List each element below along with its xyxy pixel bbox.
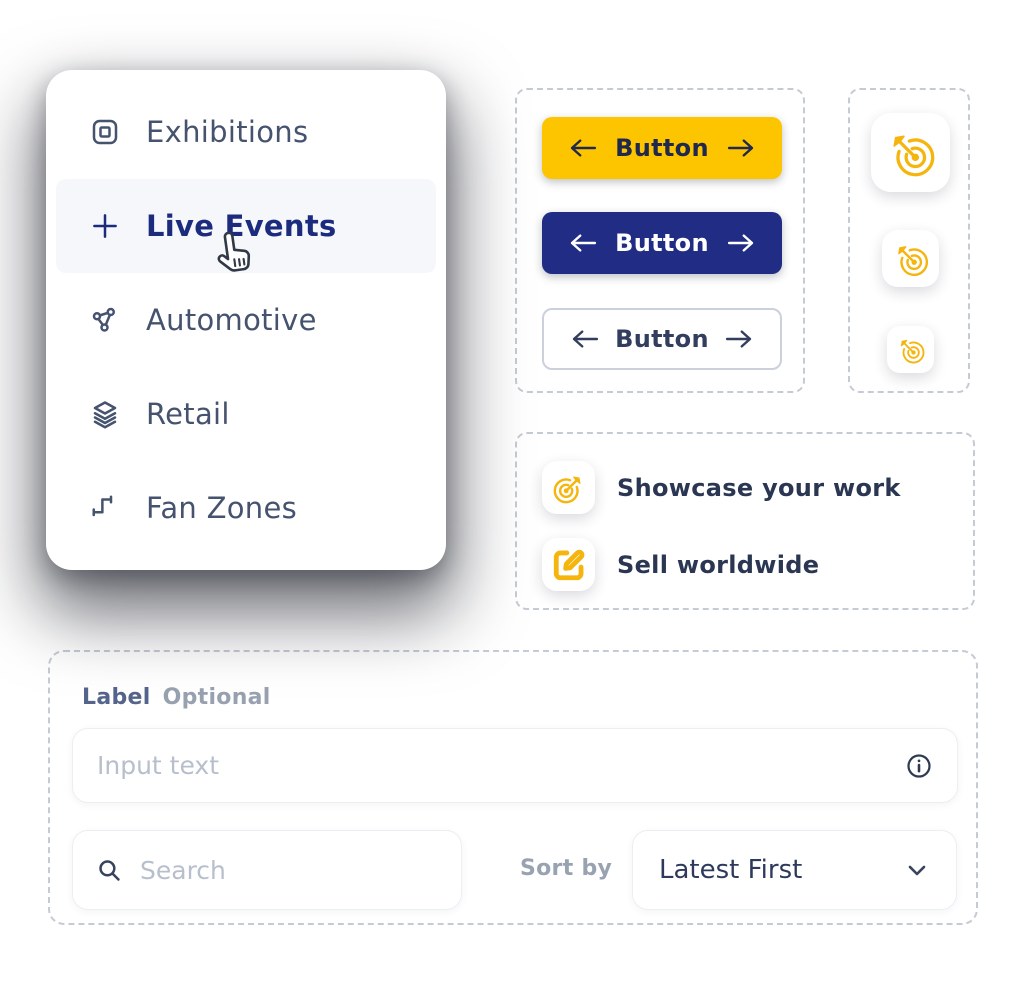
layers-icon: [90, 399, 120, 429]
feature-item-showcase: Showcase your work: [542, 461, 901, 514]
menu-item-label: Live Events: [146, 209, 337, 243]
icon-button-large[interactable]: [871, 113, 950, 192]
primary-button-label: Button: [615, 134, 709, 162]
menu-item-label: Retail: [146, 397, 230, 431]
hand-pointer-cursor-icon: [210, 225, 265, 283]
chevron-down-icon: [908, 865, 926, 876]
primary-button[interactable]: Button: [542, 117, 782, 179]
menu-item-automotive[interactable]: Automotive: [56, 273, 436, 367]
buttons-showcase-panel: Button Button Button: [515, 88, 805, 393]
arrow-right-icon: [725, 330, 752, 348]
ghost-button[interactable]: Button: [542, 308, 782, 370]
search-field: [72, 830, 462, 910]
arrow-left-icon: [572, 330, 599, 348]
menu-item-label: Automotive: [146, 303, 317, 337]
target-arrow-icon[interactable]: [542, 461, 595, 514]
menu-item-label: Exhibitions: [146, 115, 309, 149]
feature-label: Showcase your work: [617, 473, 901, 502]
steps-icon: [90, 493, 120, 523]
text-input-field: [72, 728, 958, 803]
menu-item-exhibitions[interactable]: Exhibitions: [56, 85, 436, 179]
arrow-right-icon: [727, 234, 754, 252]
arrow-left-icon: [570, 234, 597, 252]
network-icon: [90, 305, 120, 335]
arrow-left-icon: [570, 139, 597, 157]
feature-item-sell: Sell worldwide: [542, 538, 819, 591]
target-arrow-icon: [897, 245, 928, 276]
feature-label: Sell worldwide: [617, 550, 820, 579]
optional-tag: Optional: [162, 685, 271, 710]
icon-button-small[interactable]: [887, 326, 934, 373]
menu-item-fan-zones[interactable]: Fan Zones: [56, 461, 436, 555]
target-arrow-icon: [892, 134, 934, 176]
icon-button-medium[interactable]: [882, 230, 939, 287]
target-arrow-icon: [900, 339, 924, 363]
category-menu-card: Exhibitions Live Events Automotive Retai…: [46, 70, 446, 570]
secondary-button-label: Button: [615, 229, 709, 257]
search-input[interactable]: [140, 855, 437, 885]
edit-icon[interactable]: [542, 538, 595, 591]
form-controls-panel: Label Optional Sort by Latest First: [48, 650, 978, 925]
features-panel: Showcase your work Sell worldwide: [515, 432, 975, 610]
frame-icon: [90, 117, 120, 147]
plus-icon: [90, 211, 120, 241]
sort-by-label: Sort by: [520, 856, 613, 881]
menu-item-retail[interactable]: Retail: [56, 367, 436, 461]
field-label: Label: [82, 685, 151, 710]
ghost-button-label: Button: [615, 325, 709, 353]
secondary-button[interactable]: Button: [542, 212, 782, 274]
field-label-row: Label Optional: [82, 685, 271, 710]
text-input[interactable]: [97, 751, 905, 780]
arrow-right-icon: [727, 139, 754, 157]
search-icon: [99, 859, 120, 881]
info-icon[interactable]: [905, 752, 933, 780]
menu-item-label: Fan Zones: [146, 491, 298, 525]
sort-select-value: Latest First: [659, 855, 803, 885]
sort-select[interactable]: Latest First: [632, 830, 957, 910]
icon-buttons-showcase-panel: [848, 88, 970, 393]
